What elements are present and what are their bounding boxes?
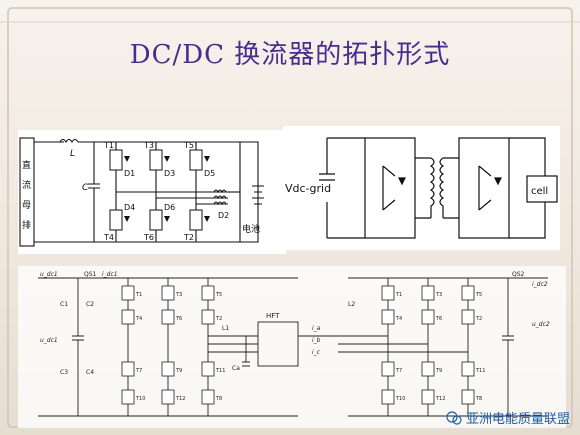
dual-bridge-hft-svg: u_dc1 QS1 i_dc1 C1 C2 u_dc1 C3 C4 L1 Ca … — [38, 271, 550, 417]
switch-left-t9: T9 — [175, 368, 182, 374]
switch-right-t10: T10 — [395, 396, 405, 402]
inductor-label: L — [70, 149, 75, 159]
diode-label-d5: D5 — [204, 169, 215, 178]
switch-right-t1: T1 — [395, 292, 402, 298]
switch-left-t11: T11 — [215, 368, 225, 374]
label-hft: HFT — [266, 312, 280, 320]
switch-label-t3: T3 — [143, 141, 154, 150]
switch-left-t8: T8 — [215, 396, 222, 402]
label-c2: C2 — [86, 301, 94, 308]
switch-left-t6: T6 — [175, 316, 182, 322]
switch-left-t12: T12 — [175, 396, 185, 402]
battery-label: 电池 — [242, 223, 260, 235]
label-ca: Ca — [232, 365, 240, 372]
switch-left-t7: T7 — [135, 368, 142, 374]
label-c1: C1 — [60, 301, 68, 308]
bridge-circuit-diagram: 直 流 母 排 L C T1 T3 T5 T4 T6 T2 D1 D3 D5 D… — [18, 130, 286, 254]
load-label: cell — [531, 186, 548, 197]
isolated-dcdc-diagram: Vdc-grid cell — [283, 126, 560, 250]
switch-right-t3: T3 — [435, 292, 442, 298]
bus-char-3: 母 — [22, 200, 31, 211]
bus-char-2: 流 — [22, 179, 31, 191]
diode-label-d3: D3 — [164, 169, 175, 178]
switch-label-t1: T1 — [103, 141, 114, 150]
capacitor-label: C — [82, 183, 89, 193]
diode-label-d6: D6 — [164, 203, 175, 212]
switch-left-t2: T2 — [215, 316, 222, 322]
label-l1: L1 — [222, 325, 229, 332]
label-udc2: u_dc2 — [532, 321, 550, 328]
switch-right-t7: T7 — [395, 368, 402, 374]
label-udc1: u_dc1 — [40, 271, 58, 278]
switch-right-t5: T5 — [475, 292, 482, 298]
switch-label-t5: T5 — [183, 141, 194, 150]
switch-label-t6: T6 — [143, 233, 154, 242]
diode-label-d1: D1 — [124, 169, 135, 178]
bridge-circuit-svg: 直 流 母 排 L C T1 T3 T5 T4 T6 T2 D1 D3 D5 D… — [19, 137, 264, 247]
label-c3: C3 — [60, 369, 68, 376]
label-ib: i_b — [312, 337, 321, 344]
watermark-text: 亚洲电能质量联盟 — [465, 412, 570, 427]
label-c4: C4 — [86, 369, 94, 376]
switch-right-t9: T9 — [435, 368, 442, 374]
label-idc2: i_dc2 — [532, 281, 548, 288]
watermark: 亚洲电能质量联盟 — [446, 408, 570, 427]
label-ic: i_c — [312, 349, 321, 356]
switch-left-t10: T10 — [135, 396, 145, 402]
switch-left-t3: T3 — [175, 292, 182, 298]
isolated-dcdc-svg: Vdc-grid cell — [285, 137, 558, 239]
switch-right-t4: T4 — [395, 316, 402, 322]
label-l2: L2 — [348, 301, 355, 308]
switch-left-t5: T5 — [215, 292, 222, 298]
switch-left-t4: T4 — [135, 316, 142, 322]
bus-char-4: 排 — [22, 219, 31, 231]
switch-label-t4: T4 — [103, 233, 114, 242]
label-ua1: u_dc1 — [40, 337, 58, 344]
switch-right-t2: T2 — [475, 316, 482, 322]
bus-char-1: 直 — [22, 159, 31, 171]
wechat-icon — [446, 410, 462, 425]
switch-right-t8: T8 — [475, 396, 482, 402]
switch-right-t11: T11 — [475, 368, 485, 374]
switch-right-t6: T6 — [435, 316, 442, 322]
label-qs1: QS1 — [84, 271, 97, 278]
diode-label-d2: D2 — [218, 211, 229, 220]
switch-label-t2: T2 — [183, 233, 194, 242]
switch-right-t12: T12 — [435, 396, 445, 402]
source-label: Vdc-grid — [285, 182, 331, 195]
label-ia: i_a — [312, 325, 321, 332]
switch-left-t1: T1 — [135, 292, 142, 298]
diode-label-d4: D4 — [124, 203, 135, 212]
label-idc1: i_dc1 — [102, 271, 118, 278]
dual-bridge-hft-diagram: u_dc1 QS1 i_dc1 C1 C2 u_dc1 C3 C4 L1 Ca … — [18, 266, 566, 428]
label-qs2: QS2 — [512, 271, 525, 278]
slide-title: DC/DC 换流器的拓扑形式 — [129, 40, 451, 70]
